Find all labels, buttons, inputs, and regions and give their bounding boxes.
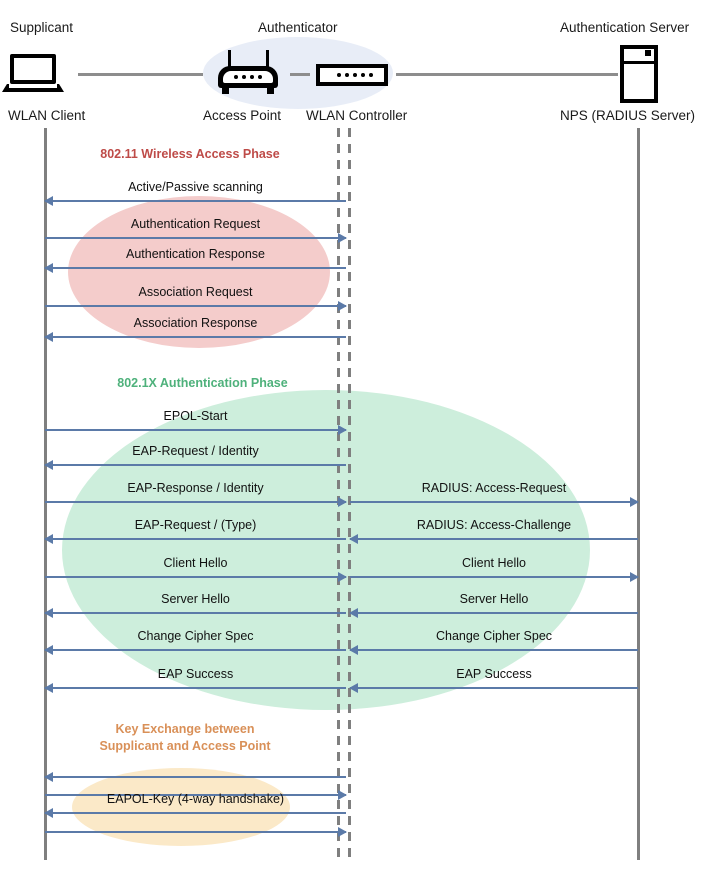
node-label-wlan-controller: WLAN Controller (306, 108, 408, 123)
lifeline-access-point (337, 128, 340, 860)
arrow-shaft (45, 267, 346, 269)
message-label: Client Hello (163, 556, 228, 570)
arrow-head-left-icon (349, 645, 358, 655)
message-label: RADIUS: Access-Challenge (416, 518, 572, 532)
arrow-head-right-icon (338, 572, 347, 582)
arrow-shaft (45, 538, 346, 540)
message-label: Active/Passive scanning (128, 180, 263, 194)
message-label: Change Cipher Spec (137, 629, 254, 643)
phase-blob-8021x (62, 390, 590, 710)
arrow-shaft (350, 649, 638, 651)
arrow-head-left-icon (44, 645, 53, 655)
arrow-shaft (45, 501, 346, 503)
arrow-head-right-icon (630, 497, 639, 507)
message-label: EAP-Request / Identity (132, 444, 259, 458)
link-ap-to-controller (290, 73, 310, 76)
arrow-shaft (350, 612, 638, 614)
message-label: Client Hello (462, 556, 526, 570)
arrow-head-left-icon (44, 683, 53, 693)
message-label: Association Response (133, 316, 258, 330)
arrow-head-left-icon (44, 460, 53, 470)
role-title-authenticator: Authenticator (258, 20, 338, 35)
arrow-head-right-icon (338, 233, 347, 243)
arrow-head-right-icon (338, 497, 347, 507)
arrow-shaft (45, 687, 346, 689)
message-label: Server Hello (161, 592, 230, 606)
arrow-shaft (45, 831, 346, 833)
phase-blob-key-exchange (72, 768, 290, 846)
arrow-head-left-icon (349, 534, 358, 544)
arrow-shaft (45, 200, 346, 202)
message-label: EAPOL-Key (4-way handshake) (106, 792, 285, 806)
arrow-head-left-icon (44, 772, 53, 782)
node-label-nps-radius: NPS (RADIUS Server) (560, 108, 696, 123)
message-label: EAP-Response / Identity (127, 481, 264, 495)
arrow-head-left-icon (44, 808, 53, 818)
arrow-head-left-icon (44, 332, 53, 342)
arrow-shaft (350, 687, 638, 689)
arrow-shaft (45, 776, 346, 778)
arrow-head-left-icon (44, 534, 53, 544)
message-label: Server Hello (459, 592, 529, 606)
arrow-head-left-icon (44, 263, 53, 273)
arrow-head-right-icon (338, 301, 347, 311)
arrow-shaft (45, 812, 346, 814)
arrow-head-left-icon (349, 608, 358, 618)
message-label: Authentication Request (130, 217, 261, 231)
arrow-shaft (350, 501, 638, 503)
arrow-shaft (45, 576, 346, 578)
arrow-head-right-icon (338, 827, 347, 837)
arrow-shaft (45, 464, 346, 466)
arrow-shaft (45, 794, 346, 796)
message-label: EPOL-Start (163, 409, 228, 423)
role-title-supplicant: Supplicant (10, 20, 74, 35)
phase-caption-80211: 802.11 Wireless Access Phase (100, 147, 280, 161)
arrow-shaft (45, 649, 346, 651)
arrow-head-right-icon (338, 790, 347, 800)
arrow-shaft (45, 612, 346, 614)
message-label: RADIUS: Access-Request (421, 481, 567, 495)
message-label: Authentication Response (126, 247, 265, 261)
arrow-shaft (45, 237, 346, 239)
arrow-head-left-icon (44, 608, 53, 618)
arrow-shaft (350, 538, 638, 540)
message-label: Change Cipher Spec (435, 629, 553, 643)
message-label: EAP-Request / (Type) (134, 518, 257, 532)
message-label: Association Request (138, 285, 253, 299)
lifeline-supplicant (44, 128, 47, 860)
arrow-shaft (45, 336, 346, 338)
message-label: EAP Success (157, 667, 234, 681)
arrow-head-left-icon (44, 196, 53, 206)
lifeline-auth-server (637, 128, 640, 860)
arrow-head-right-icon (630, 572, 639, 582)
lifeline-wlan-controller (348, 128, 351, 860)
link-client-to-ap (78, 73, 203, 76)
arrow-head-right-icon (338, 425, 347, 435)
node-label-wlan-client: WLAN Client (8, 108, 86, 123)
phase-caption-8021x: 802.1X Authentication Phase (117, 376, 288, 390)
arrow-shaft (45, 305, 346, 307)
arrow-head-left-icon (349, 683, 358, 693)
phase-caption-key-exchange: Key Exchange between Supplicant and Acce… (99, 722, 271, 753)
message-label: EAP Success (456, 667, 532, 681)
phase-blob-80211 (68, 196, 330, 348)
arrow-shaft (350, 576, 638, 578)
role-title-auth-server: Authentication Server (560, 20, 690, 35)
link-controller-to-server (396, 73, 618, 76)
arrow-shaft (45, 429, 346, 431)
node-label-access-point: Access Point (203, 108, 282, 123)
